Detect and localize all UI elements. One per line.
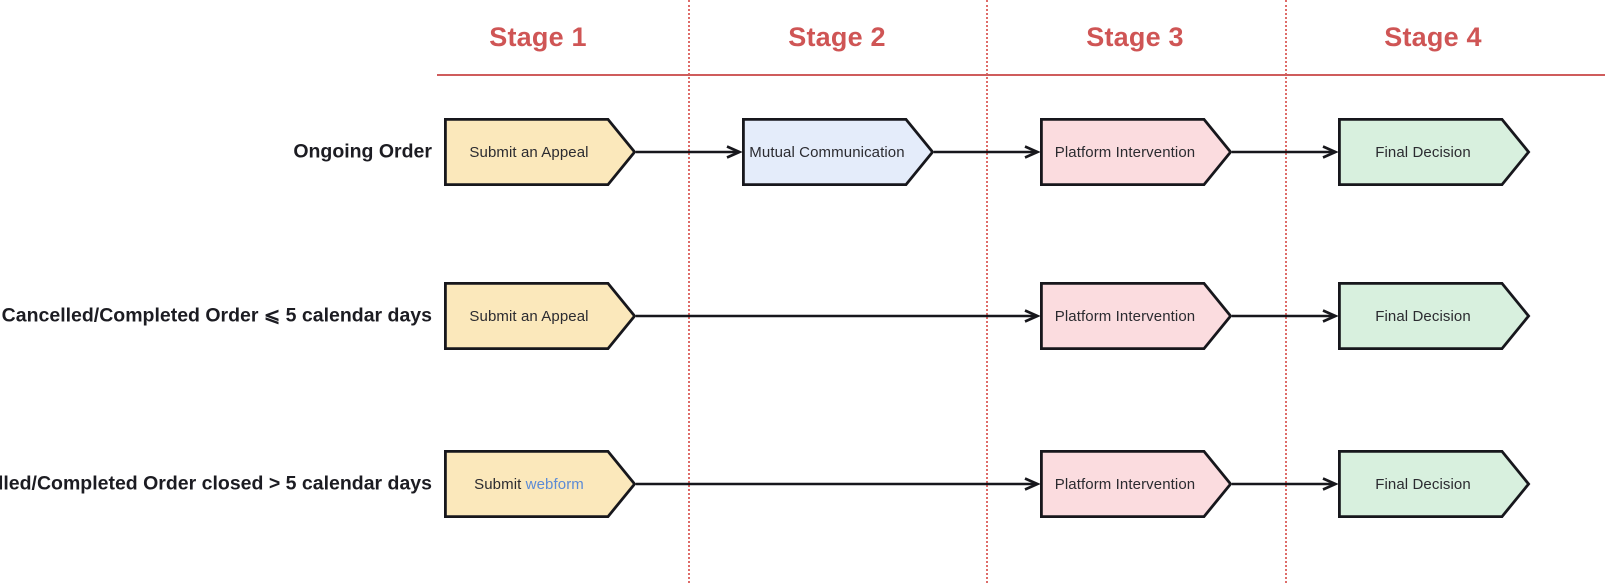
flow-node-label: Final Decision — [1375, 143, 1471, 161]
flow-node-label: Platform Intervention — [1054, 475, 1196, 493]
flow-node-shape — [1337, 117, 1531, 186]
connector-arrow-r2-2 — [1232, 309, 1339, 323]
flow-node-r2-s1[interactable]: Submit an Appeal — [443, 281, 637, 350]
flow-node-shape — [443, 449, 637, 518]
connector-arrow-r3-1 — [636, 477, 1041, 491]
connector-arrow-r1-3 — [1232, 145, 1339, 159]
row-label-3: Cancelled/Completed Order closed > 5 cal… — [0, 472, 432, 495]
stage-divider-1 — [688, 0, 690, 583]
flow-node-r1-s4[interactable]: Final Decision — [1337, 117, 1531, 186]
stage-heading-2: Stage 2 — [788, 22, 886, 52]
row-label-1: Ongoing Order — [293, 140, 432, 163]
flow-node-shape — [443, 281, 637, 350]
flow-node-shape — [741, 117, 935, 186]
row-label-2: Cancelled/Completed Order ⩽ 5 calendar d… — [1, 304, 432, 327]
flow-node-label: Submit an Appeal — [469, 307, 589, 325]
connector-arrow-r3-2 — [1232, 477, 1339, 491]
flow-node-r1-s2[interactable]: Mutual Communication — [741, 117, 935, 186]
flow-node-shape — [1337, 281, 1531, 350]
webform-link[interactable]: webform — [525, 475, 584, 493]
stage-heading-1: Stage 1 — [489, 22, 587, 52]
header-rule — [437, 74, 1605, 76]
stage-heading-3: Stage 3 — [1086, 22, 1184, 52]
flow-node-shape — [1039, 449, 1233, 518]
connector-arrow-r1-2 — [934, 145, 1041, 159]
flow-node-shape — [1039, 117, 1233, 186]
flow-node-r2-s4[interactable]: Final Decision — [1337, 281, 1531, 350]
flow-node-label: Platform Intervention — [1054, 143, 1196, 161]
flow-node-r2-s3[interactable]: Platform Intervention — [1039, 281, 1233, 350]
connector-arrow-r2-1 — [636, 309, 1041, 323]
flow-node-shape — [1039, 281, 1233, 350]
flow-node-label: Final Decision — [1375, 307, 1471, 325]
flow-node-shape — [443, 117, 637, 186]
flow-node-r3-s3[interactable]: Platform Intervention — [1039, 449, 1233, 518]
flow-node-r1-s3[interactable]: Platform Intervention — [1039, 117, 1233, 186]
flow-node-shape — [1337, 449, 1531, 518]
flow-node-label: Mutual Communication — [749, 143, 905, 161]
flow-node-r1-s1[interactable]: Submit an Appeal — [443, 117, 637, 186]
stage-divider-3 — [1285, 0, 1287, 583]
stage-heading-4: Stage 4 — [1384, 22, 1482, 52]
flow-node-label: Submit webform — [474, 476, 606, 493]
flow-node-label-text: Submit — [474, 475, 526, 493]
stage-divider-2 — [986, 0, 988, 583]
flow-node-label: Platform Intervention — [1054, 307, 1196, 325]
flow-node-label: Submit an Appeal — [469, 143, 589, 161]
connector-arrow-r1-1 — [636, 145, 743, 159]
flow-node-r3-s1[interactable]: Submit webform — [443, 449, 637, 518]
flow-node-r3-s4[interactable]: Final Decision — [1337, 449, 1531, 518]
flow-node-label: Final Decision — [1375, 475, 1471, 493]
